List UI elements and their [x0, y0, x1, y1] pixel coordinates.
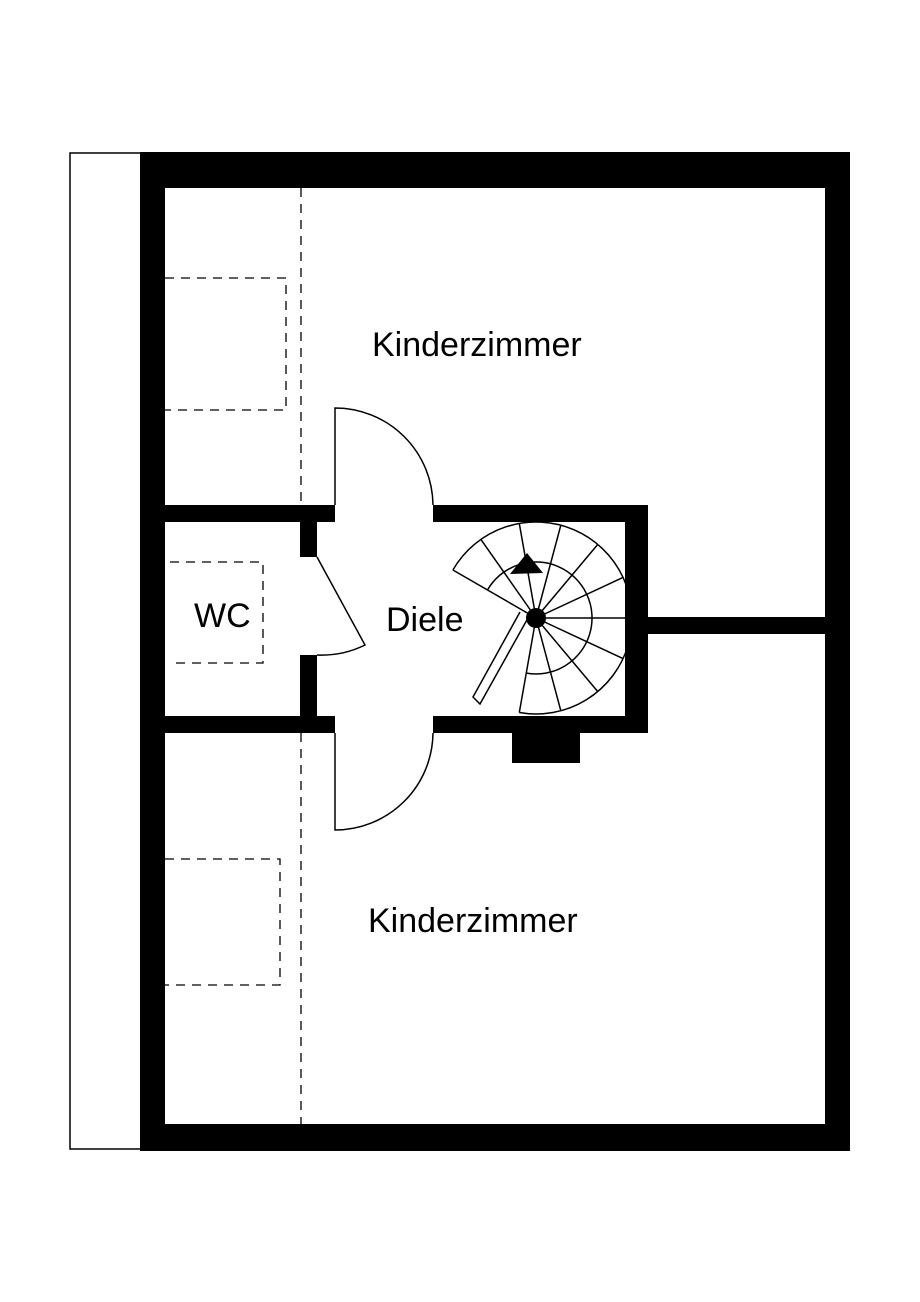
wc-fixture-outline [170, 561, 264, 664]
stair-tread [535, 544, 599, 619]
stair-tread [535, 617, 599, 692]
room-label-kinderzimmer-top: Kinderzimmer [372, 326, 582, 364]
roof-strip [69, 152, 143, 1150]
skylight-top [165, 277, 287, 411]
stair-direction-arrow [510, 553, 543, 574]
outer-walls [140, 152, 850, 1151]
stair-tread [535, 617, 562, 711]
stair-tread [535, 576, 624, 619]
stair-tread [452, 569, 537, 619]
door-swing-bottom [334, 732, 434, 831]
stair-tread [518, 617, 537, 713]
chimney [512, 733, 580, 763]
spiral-staircase [452, 521, 633, 715]
room-label-kinderzimmer-bottom: Kinderzimmer [368, 902, 578, 940]
door-swing-top [334, 407, 434, 506]
stair-handrail [472, 611, 529, 706]
skylight-bottom [165, 858, 281, 986]
room-label-wc: WC [194, 597, 251, 635]
stair-newel [526, 608, 546, 628]
inner-walls [165, 505, 825, 763]
stair-tread [480, 538, 537, 619]
room-label-diele: Diele [386, 601, 463, 639]
door-swing-wc [316, 556, 367, 656]
stair-tread [535, 617, 624, 660]
stair-tread [535, 525, 562, 619]
